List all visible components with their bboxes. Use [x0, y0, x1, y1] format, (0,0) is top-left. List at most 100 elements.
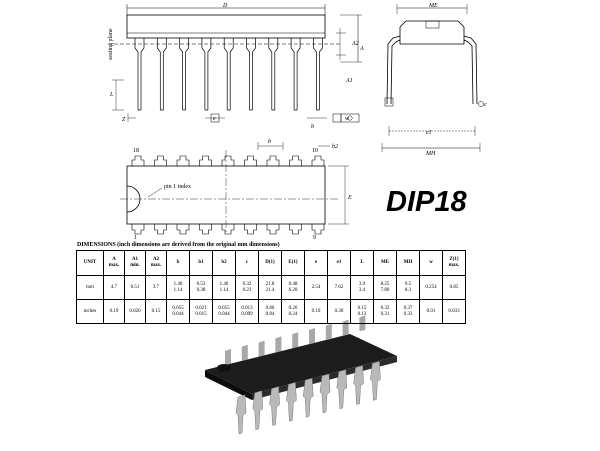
side-lead	[134, 38, 145, 111]
bottom-pin	[176, 224, 190, 235]
dimensions-heading: DIMENSIONS (inch dimensions are derived …	[77, 242, 280, 248]
end-view	[381, 4, 484, 152]
bottom-pin	[289, 224, 302, 235]
table-header-cell: b	[166, 250, 190, 276]
table-header-cell: c	[235, 250, 259, 276]
top-pin	[176, 155, 190, 166]
chip-front-leg	[252, 390, 264, 431]
table-cell: 0.30	[327, 299, 351, 324]
table-cell: 0.254	[419, 275, 443, 300]
bottom-pin	[221, 224, 235, 235]
label-A: A	[359, 46, 364, 52]
table-unit-cell: inches	[76, 299, 104, 324]
chip-front-leg	[353, 365, 364, 405]
chip-back-leg	[292, 332, 299, 349]
side-lead	[313, 38, 323, 111]
label-seating-plane: seating plane	[108, 28, 114, 60]
table-header-cell: w	[419, 250, 443, 276]
label-D: D	[222, 3, 228, 9]
chip-front-leg	[370, 361, 381, 401]
label-ME: ME	[428, 3, 438, 9]
side-lead	[201, 38, 212, 111]
label-MH: MH	[425, 151, 436, 157]
table-header-cell: e	[304, 250, 328, 276]
side-lead	[290, 38, 301, 111]
label-pin1-index: pin 1 index	[164, 184, 191, 190]
label-E: E	[347, 195, 352, 201]
side-lead	[268, 38, 279, 111]
label-b-top: b	[268, 139, 271, 145]
label-pin-1: 1	[134, 235, 137, 241]
table-header-cell: UNIT	[76, 250, 104, 276]
top-view	[120, 142, 349, 235]
chip-front-leg	[319, 373, 331, 414]
side-view	[108, 4, 362, 123]
package-title: DIP18	[386, 186, 467, 218]
label-b2: b2	[332, 144, 338, 150]
table-cell: 0.033	[442, 299, 466, 324]
chip-front-leg	[269, 386, 280, 426]
label-w: w	[345, 116, 349, 122]
chip-front-leg	[235, 394, 247, 435]
chip-back-leg	[275, 336, 282, 353]
label-e: e	[213, 116, 216, 122]
top-pin	[244, 155, 257, 166]
chip-back-leg	[258, 340, 265, 357]
label-pin-10: 10	[312, 148, 318, 154]
chip-back-leg	[342, 319, 349, 336]
table-header-cell: b1	[189, 250, 213, 276]
label-A1: A1	[345, 78, 353, 84]
side-lead	[179, 38, 189, 111]
chip-back-leg	[225, 349, 231, 365]
table-header-cell: MH	[396, 250, 420, 276]
table-header-cell: e1	[327, 250, 351, 276]
table-cell: 2.54	[304, 275, 328, 300]
side-lead	[156, 38, 167, 111]
table-header-cell: E(1)	[281, 250, 305, 276]
table-unit-cell: mm	[76, 275, 104, 300]
table-cell: 0.15	[145, 299, 167, 324]
top-pin	[154, 155, 167, 166]
table-cell: 3.7	[145, 275, 167, 300]
dip18-chip-photo	[205, 315, 397, 435]
drawing-labels: D seating plane A2 A A1 L Z e b w ME c e…	[108, 3, 487, 241]
table-cell: 0.51	[124, 275, 146, 300]
side-lead	[246, 38, 256, 111]
bottom-pin	[131, 224, 145, 235]
bottom-pin	[154, 224, 167, 235]
table-header-cell: b2	[212, 250, 236, 276]
table-header-cell: Z(1)max.	[442, 250, 466, 276]
chip-front-leg	[286, 382, 297, 422]
bottom-pin	[199, 224, 212, 235]
chip-front-leg	[336, 369, 348, 410]
top-pin	[311, 155, 325, 166]
table-cell: 0.10	[304, 299, 328, 324]
side-lead	[223, 38, 234, 111]
table-cell: 7.62	[327, 275, 351, 300]
chip-front-leg	[302, 377, 314, 418]
top-pin	[266, 155, 280, 166]
top-pin	[221, 155, 235, 166]
label-pin-9: 9	[313, 235, 316, 241]
chip-back-leg	[241, 344, 248, 361]
